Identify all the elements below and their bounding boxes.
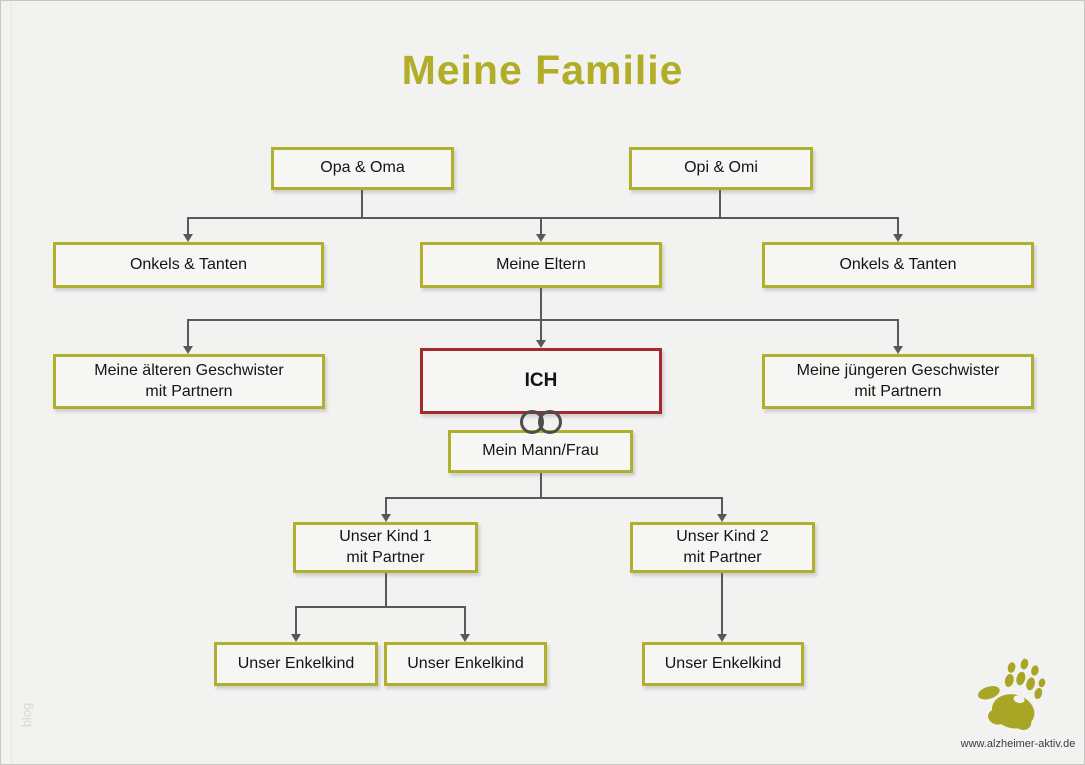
connector-to-enkel1 [295,606,297,634]
blog-watermark: blog [19,702,34,728]
connector-to-juengere [897,319,899,346]
node-enkelkind2: Unser Enkelkind [384,642,547,686]
connector-enkel-bus [295,606,466,608]
arrowhead-eltern [536,234,546,242]
node-meine-eltern: Meine Eltern [420,242,662,288]
arrowhead-aeltere [183,346,193,354]
connector-to-onkels-rechts [897,217,899,235]
node-aeltere-geschwister: Meine älteren Geschwister mit Partnern [53,354,325,409]
node-kind2: Unser Kind 2 mit Partner [630,522,815,573]
arrowhead-juengere [893,346,903,354]
connector-to-kind2 [721,497,723,514]
connector-to-kind1 [385,497,387,514]
node-onkels-tanten-rechts: Onkels & Tanten [762,242,1034,288]
arrowhead-ich [536,340,546,348]
node-onkels-tanten-links: Onkels & Tanten [53,242,324,288]
node-opi-omi: Opi & Omi [629,147,813,190]
node-kind1: Unser Kind 1 mit Partner [293,522,478,573]
connector-kind2-down [721,573,723,634]
arrowhead-enkel3 [717,634,727,642]
connector-to-eltern [540,217,542,235]
connector-gen2-bus [187,217,899,219]
page-title: Meine Familie [401,47,684,93]
connector-to-ich [540,319,542,340]
arrowhead-kind1 [381,514,391,522]
connector-mannfrau-down [540,473,542,499]
website-url: www.alzheimer-aktiv.de [960,738,1076,750]
arrowhead-enkel2 [460,634,470,642]
node-enkelkind3: Unser Enkelkind [642,642,804,686]
handprint-logo-icon [978,658,1046,730]
connector-gen3-bus [187,319,899,321]
node-ich: ICH [420,348,662,414]
node-juengere-geschwister: Meine jüngeren Geschwister mit Partnern [762,354,1034,409]
connector-eltern-down [540,288,542,320]
connector-to-onkels-links [187,217,189,235]
connector-to-enkel2 [464,606,466,634]
node-enkelkind1: Unser Enkelkind [214,642,378,686]
wedding-ring-right-icon [538,410,562,434]
arrowhead-onkels-rechts [893,234,903,242]
connector-opi-down [719,190,721,219]
node-opa-oma: Opa & Oma [271,147,454,190]
connector-opa-down [361,190,363,219]
arrowhead-onkels-links [183,234,193,242]
connector-kinder-bus [385,497,723,499]
arrowhead-kind2 [717,514,727,522]
connector-to-aeltere [187,319,189,346]
arrowhead-enkel1 [291,634,301,642]
node-mann-frau: Mein Mann/Frau [448,430,633,473]
connector-kind1-down [385,573,387,608]
page-margin-line [11,1,12,764]
